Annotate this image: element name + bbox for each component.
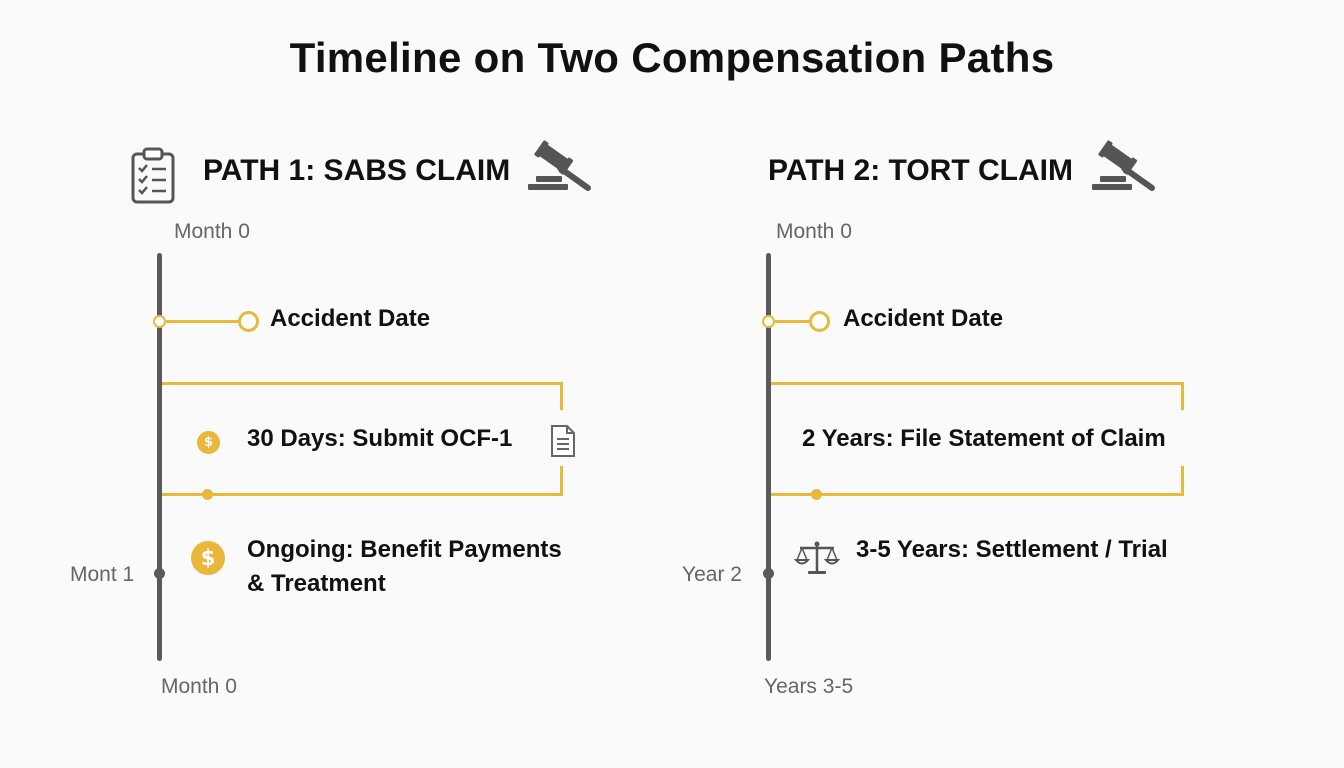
gavel-icon: [1092, 140, 1155, 191]
connector-line: [166, 320, 240, 323]
page-title: Timeline on Two Compensation Paths: [289, 34, 1055, 81]
axis-tick: [154, 568, 165, 579]
path-2-heading: PATH 2: TORT CLAIM: [768, 154, 1073, 187]
event-accident-date: Accident Date: [843, 305, 1004, 332]
axis-label-bottom: Years 3-5: [764, 675, 854, 698]
bracket-top: [162, 382, 563, 385]
bracket-right-lower: [1181, 466, 1184, 496]
bracket-bottom: [162, 493, 563, 496]
axis-label-middle: Year 2: [682, 563, 742, 586]
path-2-column: PATH 2: TORT CLAIM Month 0 Accident Date…: [608, 0, 1280, 768]
bracket-bottom: [771, 493, 1184, 496]
event-ring-marker: [238, 311, 259, 332]
axis-ring-marker: [153, 315, 166, 328]
axis-label-bottom: Month 0: [161, 675, 237, 698]
event-file-statement: 2 Years: File Statement of Claim: [802, 425, 1166, 452]
event-ongoing-line1: Ongoing: Benefit Payments: [247, 536, 562, 563]
event-submit-ocf1: 30 Days: Submit OCF-1: [247, 425, 513, 452]
axis-tick: [763, 568, 774, 579]
gavel-icon: [528, 140, 591, 191]
event-ring-marker: [809, 311, 830, 332]
axis-label-middle: Mont 1: [70, 563, 135, 586]
axis-label-top: Month 0: [776, 220, 852, 243]
clipboard-checklist-icon: [131, 147, 175, 204]
connector-line: [775, 320, 821, 323]
bracket-dot: [811, 489, 822, 500]
event-ongoing-benefits: Ongoing: Benefit Payments & Treatment: [247, 533, 562, 601]
document-icon: [551, 425, 575, 457]
event-accident-date: Accident Date: [270, 305, 431, 332]
event-ongoing-line2: & Treatment: [247, 570, 386, 597]
dollar-coin-icon: $: [197, 431, 220, 454]
bracket-top: [771, 382, 1184, 385]
event-settlement-trial: 3-5 Years: Settlement / Trial: [856, 536, 1168, 563]
bracket-dot: [202, 489, 213, 500]
axis-label-top: Month 0: [174, 220, 250, 243]
path-1-column: PATH 1: SABS CLAIM Month 0 Accident Date…: [70, 140, 591, 698]
scales-icon: [793, 541, 841, 574]
bracket-right-lower: [560, 466, 563, 496]
timeline-axis: [157, 253, 162, 661]
bracket-right-upper: [1181, 382, 1184, 410]
dollar-coin-icon: $: [191, 541, 225, 575]
bracket-right-upper: [560, 382, 563, 410]
axis-ring-marker: [762, 315, 775, 328]
timeline-axis: [766, 253, 771, 661]
path-1-heading: PATH 1: SABS CLAIM: [203, 154, 511, 187]
